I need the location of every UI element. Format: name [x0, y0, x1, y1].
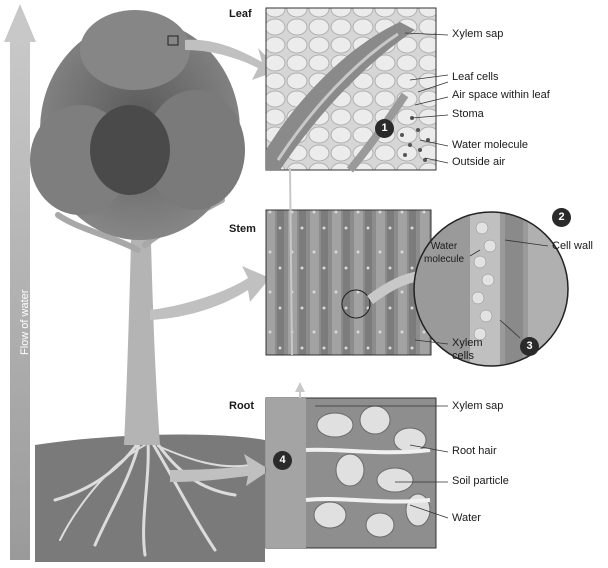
root-panel	[265, 382, 437, 549]
step-badge-2: 2	[552, 208, 571, 227]
label-water-molecule-stem: Water molecule	[424, 241, 465, 265]
leaf-title: Leaf	[229, 8, 252, 20]
label-air-space: Air space within leaf	[452, 89, 550, 101]
leaf-panel	[265, 7, 437, 173]
flow-arrow	[4, 4, 36, 560]
label-cell-wall: Cell wall	[552, 240, 593, 252]
label-outside-air: Outside air	[452, 156, 506, 168]
label-leaf-cells: Leaf cells	[452, 71, 499, 83]
label-soil-particle: Soil particle	[452, 475, 509, 487]
tree-canopy	[30, 10, 245, 240]
stem-title: Stem	[229, 223, 256, 235]
arrow-to-root	[170, 454, 270, 486]
arrow-to-leaf	[185, 39, 280, 80]
label-water-molecule-leaf: Water molecule	[452, 139, 529, 151]
label-xylem-cells: Xylem cells	[452, 337, 483, 362]
soil-ground	[35, 434, 265, 562]
label-stoma: Stoma	[452, 108, 484, 120]
flow-of-water-label: Flow of water	[19, 289, 31, 355]
tree-trunk	[124, 205, 160, 445]
label-xylem-sap-leaf: Xylem sap	[452, 28, 504, 40]
root-title: Root	[229, 400, 255, 412]
step-badge-3: 3	[520, 337, 539, 356]
step-badge-1: 1	[375, 119, 394, 138]
stem-panel	[265, 167, 432, 356]
label-water: Water	[452, 512, 481, 524]
label-xylem-sap-root: Xylem sap	[452, 400, 504, 412]
arrow-to-stem	[150, 266, 270, 320]
label-root-hair: Root hair	[452, 445, 497, 457]
step-badge-4: 4	[273, 451, 292, 470]
leader-lines	[315, 32, 549, 519]
